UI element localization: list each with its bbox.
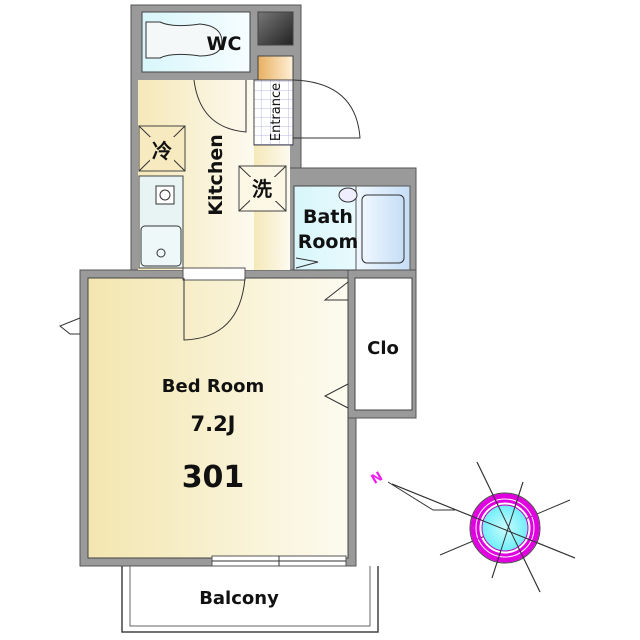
bedroom: Bed Room 7.2J 301 [59, 267, 349, 567]
bathtub-icon [361, 194, 405, 264]
bedroom-door[interactable] [183, 277, 246, 341]
storage-shelf [257, 55, 294, 81]
wc-room: WC [141, 11, 251, 73]
bath-room: Bath Room [293, 185, 411, 271]
closet: Clo [323, 277, 413, 411]
stove-icon [155, 185, 175, 205]
wc-door [193, 79, 247, 133]
compass-icon: N [369, 461, 576, 593]
toilet-icon [145, 21, 223, 59]
wc-label: WC [207, 33, 242, 55]
balcony: Balcony [121, 566, 379, 633]
shoe-cabinet [257, 11, 294, 46]
kitchen-label: Kitchen [205, 134, 227, 216]
kitchen-room: 冷 Kitchen 洗 [138, 79, 290, 270]
unit-number: 301 [182, 460, 245, 495]
fridge-label: 冷 [152, 139, 172, 163]
closet-label: Clo [367, 338, 399, 359]
sink-icon [140, 225, 182, 267]
basin-icon [338, 187, 358, 203]
bath-label-line2: Room [298, 231, 359, 253]
entrance-door[interactable] [292, 79, 361, 139]
bedroom-label: Bed Room [162, 376, 264, 397]
balcony-label: Balcony [199, 588, 279, 609]
entrance: Entrance [253, 79, 361, 146]
washer-label: 洗 [252, 177, 272, 201]
bedroom-size: 7.2J [190, 412, 235, 436]
entrance-label: Entrance [269, 83, 284, 141]
north-label: N [369, 469, 386, 487]
bath-label-line1: Bath [303, 206, 353, 228]
